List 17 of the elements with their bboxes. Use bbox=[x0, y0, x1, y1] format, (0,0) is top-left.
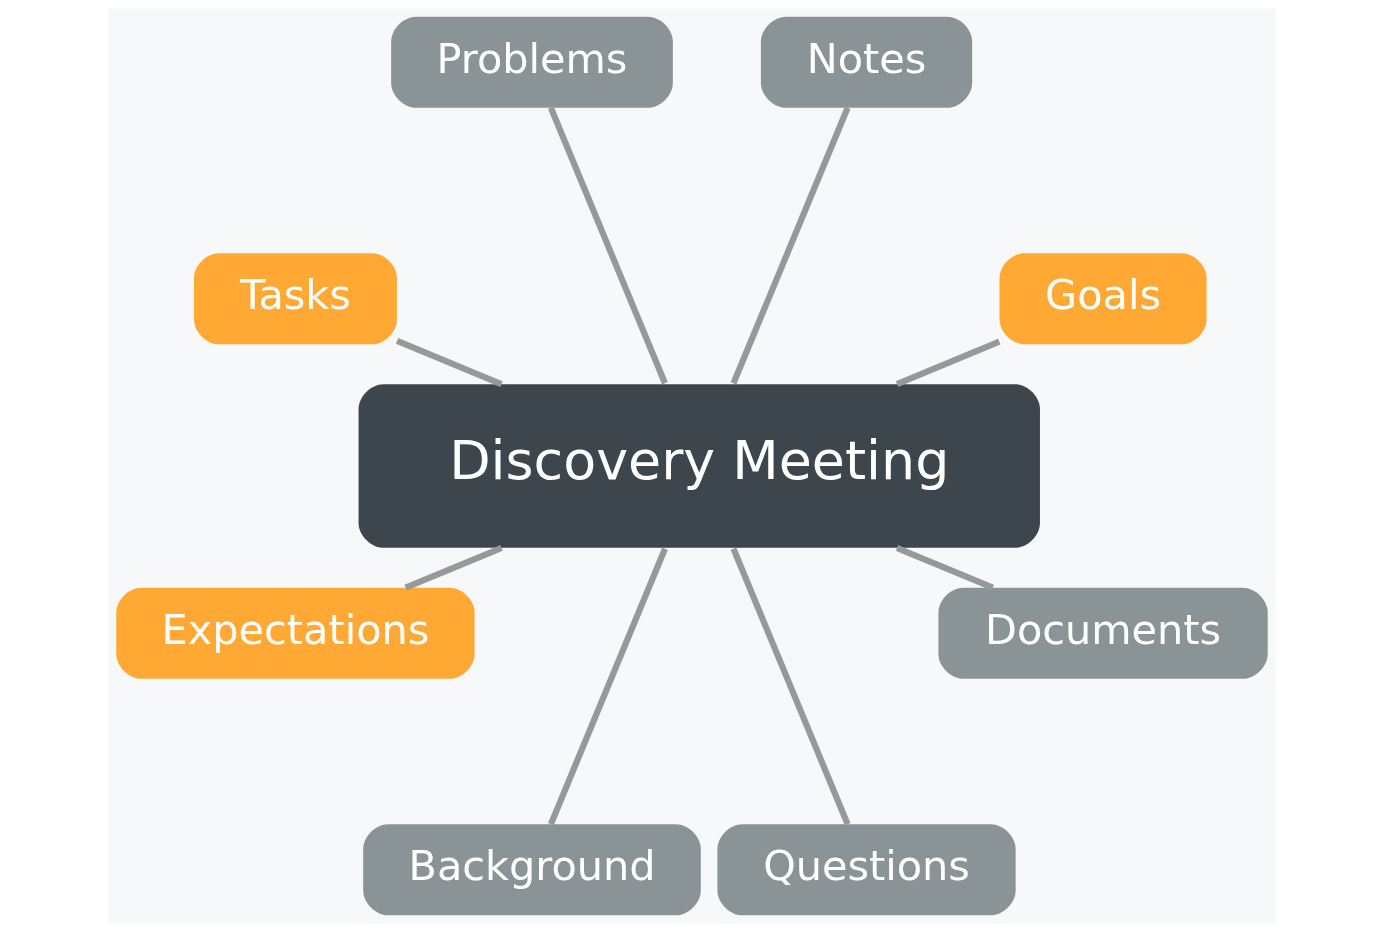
connector bbox=[730, 106, 851, 385]
node-box: Notes bbox=[760, 16, 973, 108]
node-box: Tasks bbox=[193, 253, 397, 345]
connector bbox=[404, 545, 503, 591]
connector bbox=[395, 337, 503, 387]
connector bbox=[548, 106, 668, 385]
node-box: Expectations bbox=[116, 587, 475, 679]
connector bbox=[730, 547, 851, 826]
connector bbox=[548, 547, 668, 826]
node-box: Background bbox=[363, 824, 701, 916]
node-box: Documents bbox=[938, 587, 1268, 679]
connector bbox=[895, 545, 995, 591]
node-box: Questions bbox=[717, 824, 1016, 916]
node-box: Discovery Meeting bbox=[358, 384, 1040, 548]
node-box: Problems bbox=[391, 16, 673, 108]
connector bbox=[895, 338, 1001, 387]
node-box: Goals bbox=[999, 253, 1207, 345]
